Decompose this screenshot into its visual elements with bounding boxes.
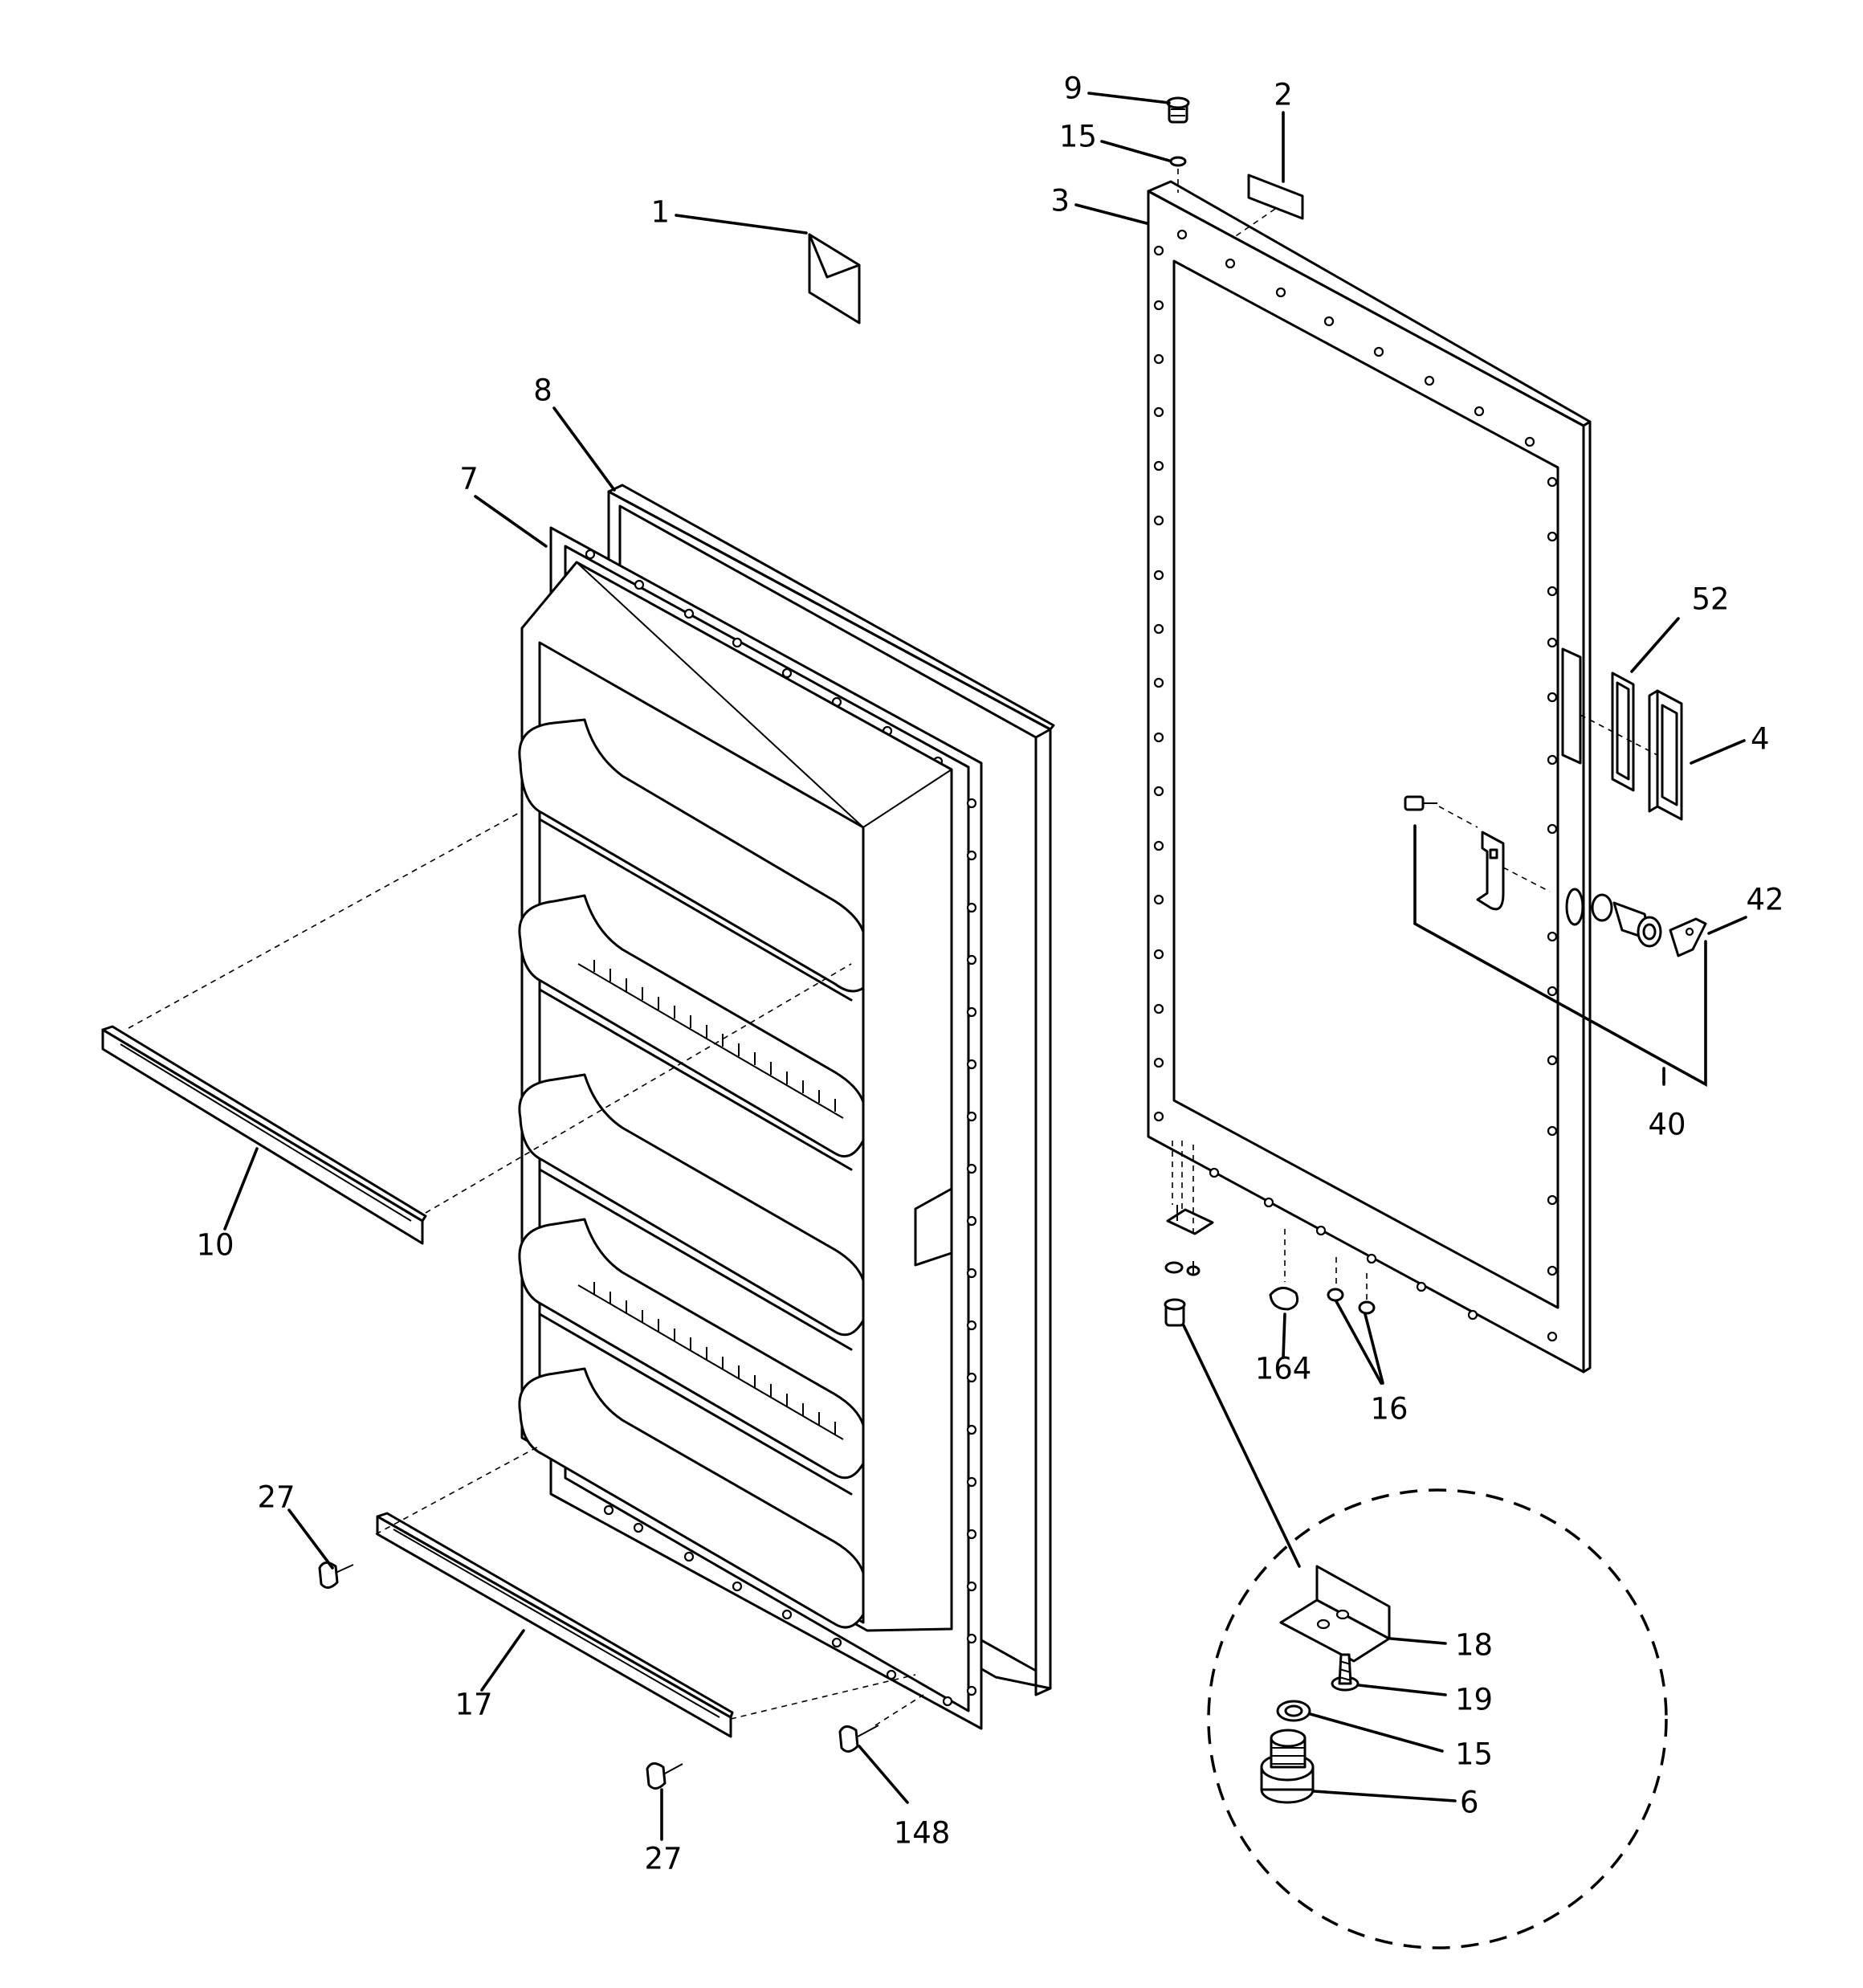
inset-hinge-bracket-part	[1279, 1565, 1391, 1663]
callout-17: 17	[455, 1688, 492, 1722]
bottom-hinge-bracket-part	[1166, 1205, 1214, 1235]
envelope-part	[808, 233, 861, 325]
inset-bushing-part	[1260, 1729, 1315, 1804]
inset-screw-part	[1331, 1653, 1360, 1692]
push-pin-left-part	[318, 1561, 354, 1589]
plug-164-part	[1269, 1287, 1299, 1311]
top-hinge-bushing-part	[1166, 96, 1190, 124]
door-inner-liner-part	[518, 561, 953, 1632]
door-shelf-4	[518, 1218, 865, 1496]
door-shelf-3	[518, 1073, 865, 1351]
bottom-bushing-part	[1164, 1298, 1186, 1327]
callout-1: 1	[650, 195, 670, 230]
strike-screw-part	[1404, 795, 1437, 811]
leader-lines	[223, 92, 1747, 1841]
door-shelf-5	[518, 1367, 865, 1629]
key-part	[1669, 917, 1707, 957]
callout-15-top: 15	[1059, 120, 1097, 154]
callout-3: 3	[1050, 184, 1070, 218]
lock-cylinder-part	[1591, 893, 1662, 948]
callout-4: 4	[1751, 722, 1770, 757]
bottom-retainer-bar-part	[376, 1512, 734, 1738]
callout-19: 19	[1455, 1683, 1493, 1717]
screw-148-part	[838, 1725, 879, 1753]
callout-9: 9	[1063, 71, 1082, 106]
shelf-retainer-bar-part	[101, 1025, 427, 1245]
callout-10: 10	[196, 1228, 234, 1263]
small-screw-part	[1186, 1261, 1201, 1276]
callout-16: 16	[1370, 1392, 1408, 1427]
push-pin-bottom-part	[646, 1762, 683, 1790]
callout-40: 40	[1648, 1108, 1686, 1142]
plug-16a-part	[1327, 1288, 1344, 1302]
door-shelf-1	[518, 718, 865, 1002]
handle-gasket-part	[1611, 672, 1635, 792]
top-washer-part	[1169, 156, 1187, 167]
callout-27-bottom: 27	[644, 1842, 682, 1876]
callout-164: 164	[1255, 1352, 1312, 1386]
plug-16b-part	[1358, 1300, 1376, 1315]
small-washer-part	[1164, 1261, 1184, 1274]
outer-door-panel-part	[1147, 180, 1592, 1374]
label-part	[1247, 173, 1304, 220]
handle-part	[1648, 689, 1683, 821]
callout-42: 42	[1746, 883, 1784, 917]
callout-6: 6	[1460, 1786, 1479, 1820]
lock-strike-part	[1476, 831, 1505, 911]
callout-2: 2	[1274, 78, 1293, 112]
callout-52: 52	[1691, 582, 1729, 617]
callout-8: 8	[533, 374, 552, 408]
door-shelf-2	[518, 894, 865, 1171]
hinge-detail-inset	[1207, 1488, 1668, 1949]
inset-washer-part	[1276, 1700, 1311, 1722]
callout-labels: 9 15 2 3 1 8 7 52 4 42 40 10 164 16 27 1…	[196, 71, 1784, 1876]
callout-18: 18	[1455, 1628, 1493, 1663]
callout-15-inset: 15	[1455, 1737, 1493, 1772]
callout-148: 148	[894, 1816, 951, 1851]
callout-7: 7	[459, 462, 479, 496]
callout-27-left: 27	[257, 1480, 295, 1515]
